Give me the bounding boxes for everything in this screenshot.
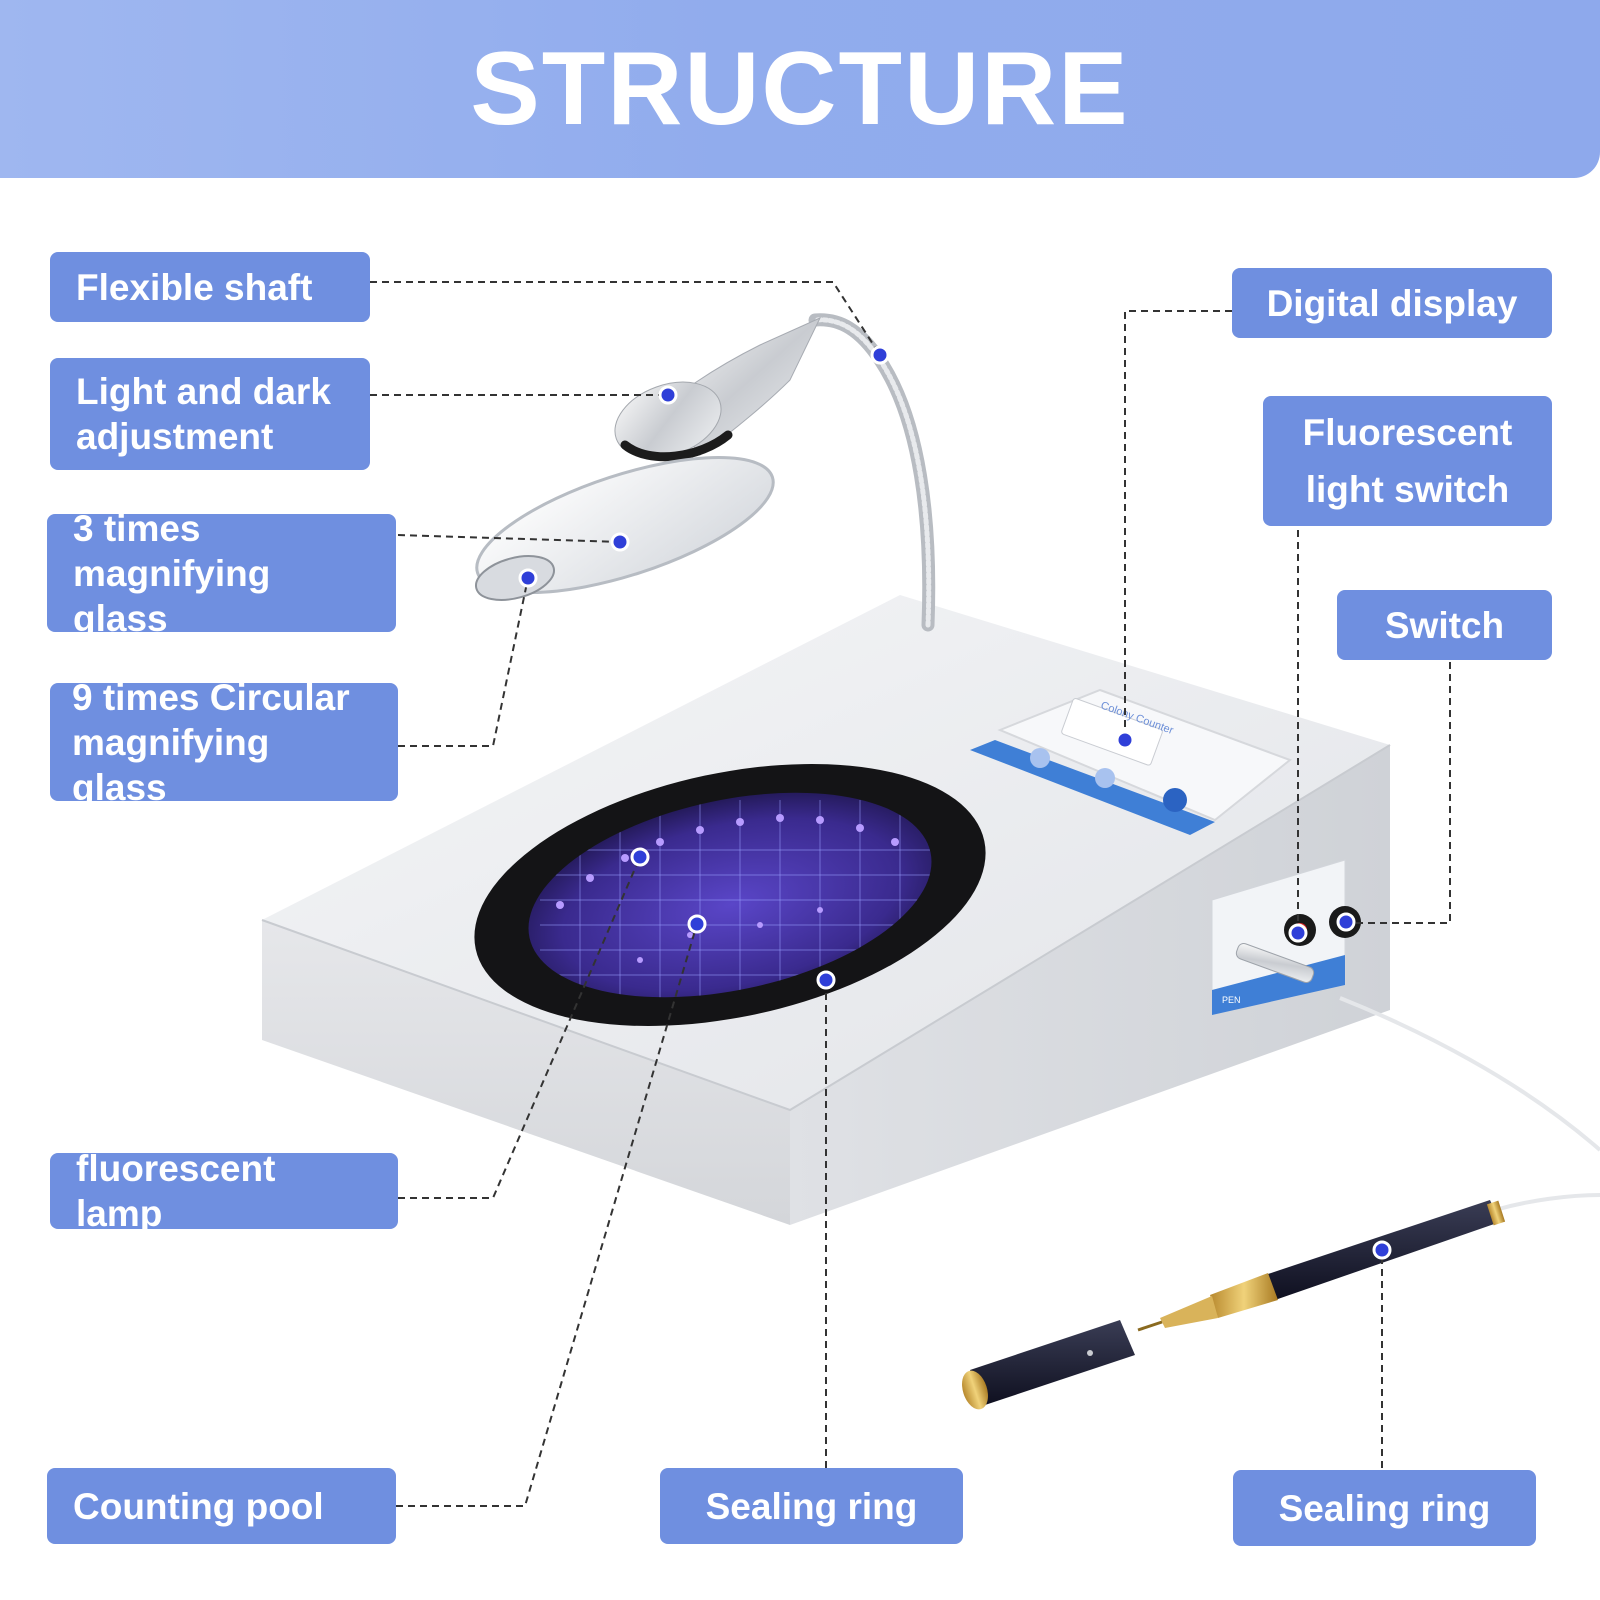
- label-light-dark-adjustment: Light and dark adjustment: [50, 358, 370, 470]
- marker-digital-display: [1115, 730, 1135, 750]
- marker-fluorescent-switch: [1288, 923, 1308, 943]
- pen-jack: [1235, 942, 1315, 984]
- marker-light-dark: [658, 385, 678, 405]
- pen-cap: [962, 1320, 1135, 1410]
- leader-counting-pool: [396, 923, 698, 1507]
- counting-pen: [1137, 1193, 1600, 1332]
- marker-sealing-ring-right: [1372, 1240, 1392, 1260]
- marker-sealing-ring-center: [816, 970, 836, 990]
- panel-down-button[interactable]: [1095, 768, 1115, 788]
- label-counting-pool: Counting pool: [47, 1468, 396, 1544]
- port-label-pen: PEN: [1222, 995, 1241, 1005]
- leader-mag3: [397, 534, 621, 543]
- leader-mag9: [398, 577, 529, 747]
- markers: [518, 345, 1392, 1260]
- marker-counting-pool: [687, 914, 707, 934]
- leader-lines: [370, 281, 1451, 1507]
- marker-switch: [1336, 912, 1356, 932]
- magnifier-assembly: [475, 313, 936, 632]
- label-9x-circular-magnifying-glass: 9 times Circular magnifying glass: [50, 677, 398, 808]
- label-sealing-ring-right: Sealing ring: [1233, 1470, 1536, 1546]
- leader-switch: [1350, 662, 1451, 924]
- uv-led-strip: [556, 814, 899, 963]
- marker-mag3: [610, 532, 630, 552]
- panel-up-button[interactable]: [1030, 748, 1050, 768]
- label-sealing-ring-center: Sealing ring: [660, 1468, 963, 1544]
- leader-flexible-shaft: [370, 281, 881, 356]
- marker-flexible-shaft: [870, 345, 890, 365]
- header-banner: STRUCTURE: [0, 0, 1600, 178]
- page-title: STRUCTURE: [470, 31, 1130, 147]
- label-flexible-shaft: Flexible shaft: [50, 252, 370, 322]
- marker-mag9: [518, 568, 538, 588]
- label-fluorescent-light-switch: Fluorescent light switch: [1263, 396, 1552, 526]
- marker-fluorescent-lamp: [630, 847, 650, 867]
- panel-reset-button[interactable]: [1163, 788, 1187, 812]
- counting-pool: [474, 763, 986, 1027]
- label-3x-magnifying-glass: 3 times magnifying glass: [47, 508, 396, 639]
- label-digital-display: Digital display: [1232, 268, 1552, 338]
- label-fluorescent-lamp: fluorescent lamp: [50, 1148, 398, 1234]
- label-switch: Switch: [1337, 590, 1552, 660]
- leader-fluorescent-lamp: [398, 856, 641, 1199]
